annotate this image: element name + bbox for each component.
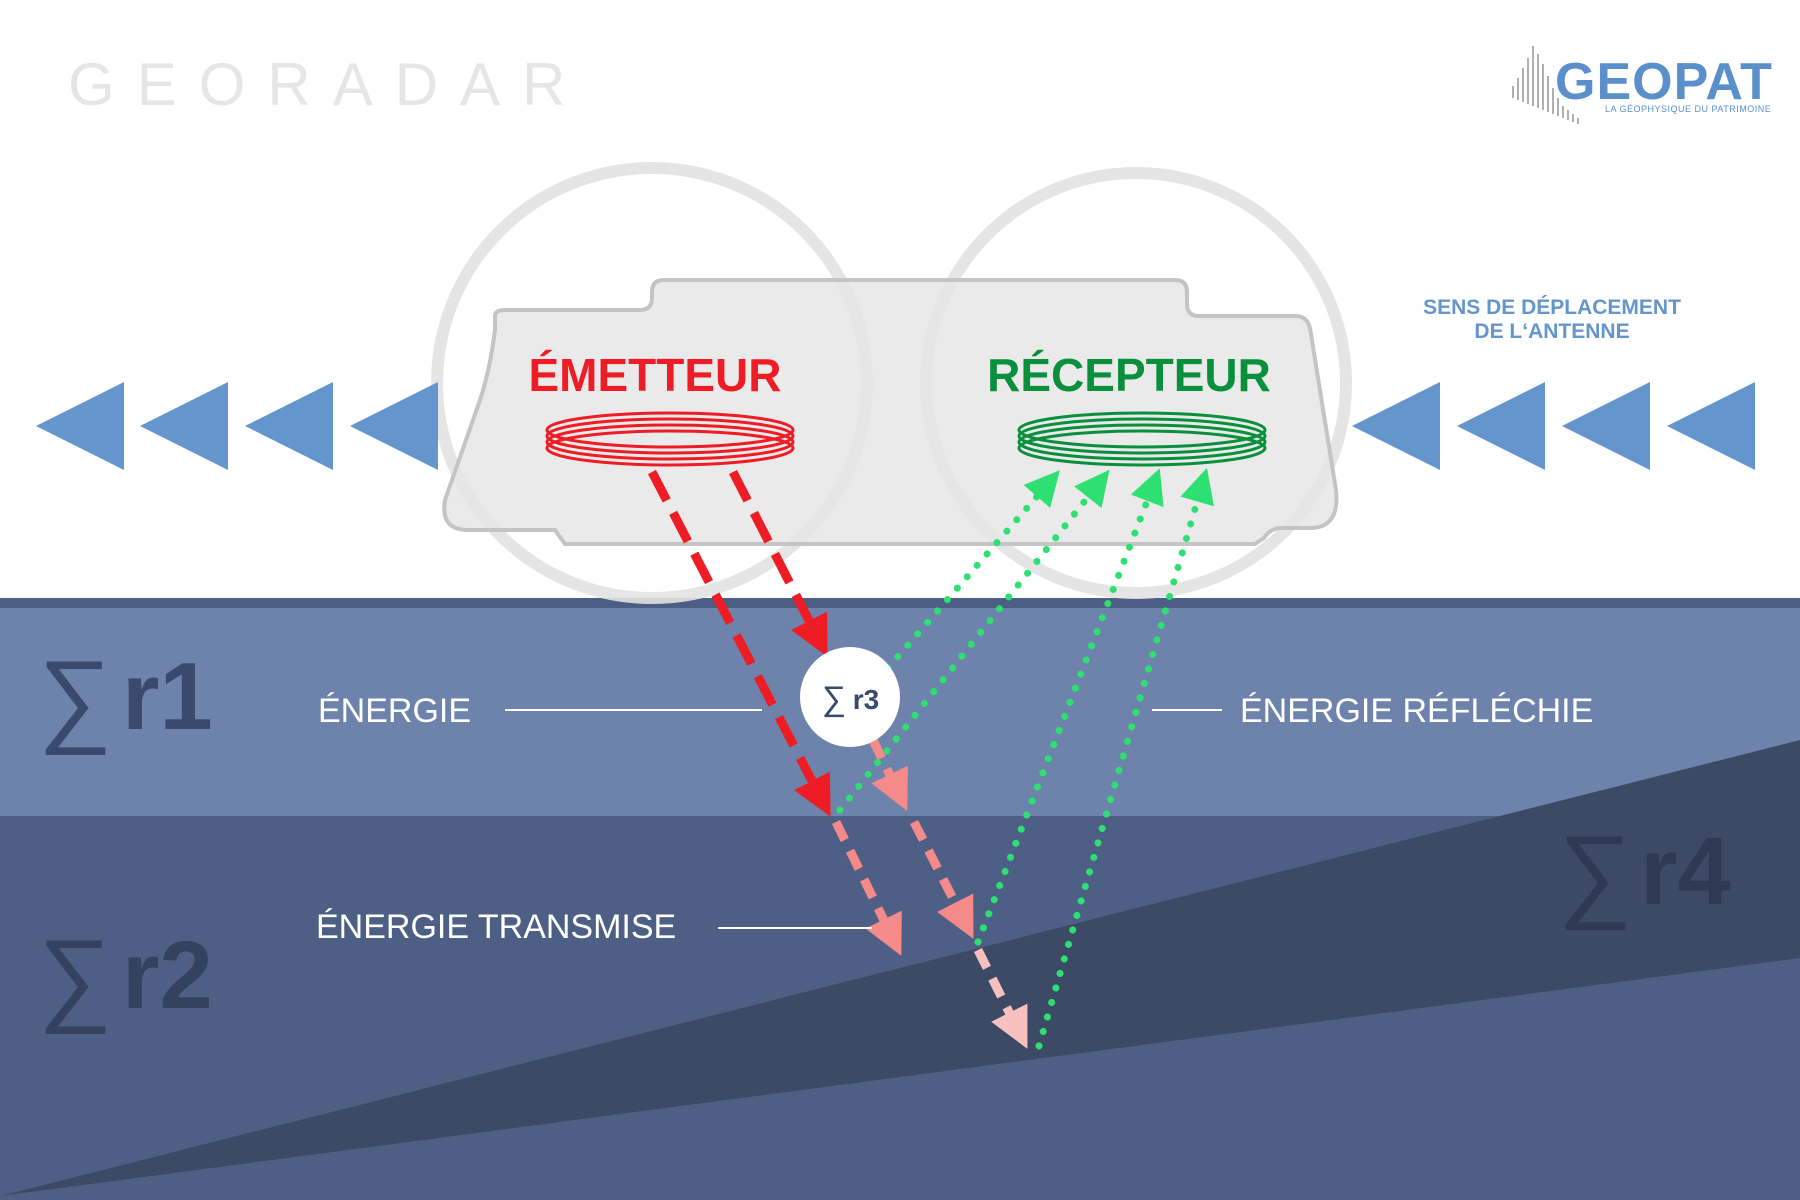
emitted-ray-to-r3 bbox=[728, 469, 828, 657]
r3-sum-symbol: ∑ bbox=[822, 680, 846, 718]
energy-callout: ÉNERGIE bbox=[318, 692, 471, 730]
ground-surface-line bbox=[0, 598, 1800, 608]
logo-wordmark: GEOPAT bbox=[1555, 53, 1773, 111]
direction-arrow-icon bbox=[1457, 382, 1545, 470]
r1-label: r1 bbox=[122, 643, 213, 750]
r1-sum-symbol: ∑ bbox=[38, 640, 112, 756]
direction-arrow-icon bbox=[140, 382, 228, 470]
direction-arrow-icon bbox=[36, 382, 124, 470]
direction-label-line1: SENS DE DÉPLACEMENT bbox=[1423, 296, 1681, 319]
r3-label: r3 bbox=[853, 684, 879, 715]
antenna-housing bbox=[442, 278, 1339, 546]
emitted-ray-deep bbox=[648, 469, 831, 817]
transmitted-callout: ÉNERGIE TRANSMISE bbox=[316, 908, 676, 946]
r4-sum-symbol: ∑ bbox=[1558, 815, 1632, 931]
reflected-ray-2 bbox=[836, 469, 1110, 814]
transmitted-ray-3 bbox=[909, 819, 974, 939]
direction-arrows-left bbox=[36, 382, 438, 470]
logo-tagline: LA GÉOPHYSIQUE DU PATRIMOINE bbox=[1605, 104, 1772, 114]
direction-arrow-icon bbox=[350, 382, 438, 470]
r4-label: r4 bbox=[1640, 818, 1731, 925]
layer-r4-wedge bbox=[0, 740, 1800, 1196]
direction-arrow-icon bbox=[1562, 382, 1650, 470]
direction-arrow-icon bbox=[245, 382, 333, 470]
reflected-ray-1 bbox=[884, 470, 1060, 672]
geopat-logo: GEOPAT LA GÉOPHYSIQUE DU PATRIMOINE bbox=[1505, 40, 1772, 140]
receiver-label: RÉCEPTEUR bbox=[987, 349, 1271, 401]
transmitted-ray-4 bbox=[973, 947, 1028, 1049]
r2-label: r2 bbox=[122, 922, 213, 1029]
logo-soundwave-icon bbox=[1512, 46, 1579, 124]
direction-arrow-icon bbox=[1352, 382, 1440, 470]
receiver-coil-icon bbox=[1017, 411, 1267, 467]
transmitted-ray-2 bbox=[831, 820, 902, 956]
direction-label-line2: DE L‘ANTENNE bbox=[1474, 320, 1629, 343]
r2-sum-symbol: ∑ bbox=[38, 919, 112, 1035]
r3-target-circle bbox=[800, 647, 900, 747]
reflected-callout: ÉNERGIE RÉFLÉCHIE bbox=[1240, 692, 1593, 730]
direction-arrows-right bbox=[1352, 382, 1755, 470]
emitter-label: ÉMETTEUR bbox=[529, 349, 782, 401]
emitter-coil-icon bbox=[545, 411, 795, 467]
direction-arrow-icon bbox=[1667, 382, 1755, 470]
page-title: GEORADAR bbox=[68, 51, 588, 118]
reflected-rays bbox=[836, 467, 1214, 1050]
transmitted-ray-1 bbox=[868, 738, 908, 811]
